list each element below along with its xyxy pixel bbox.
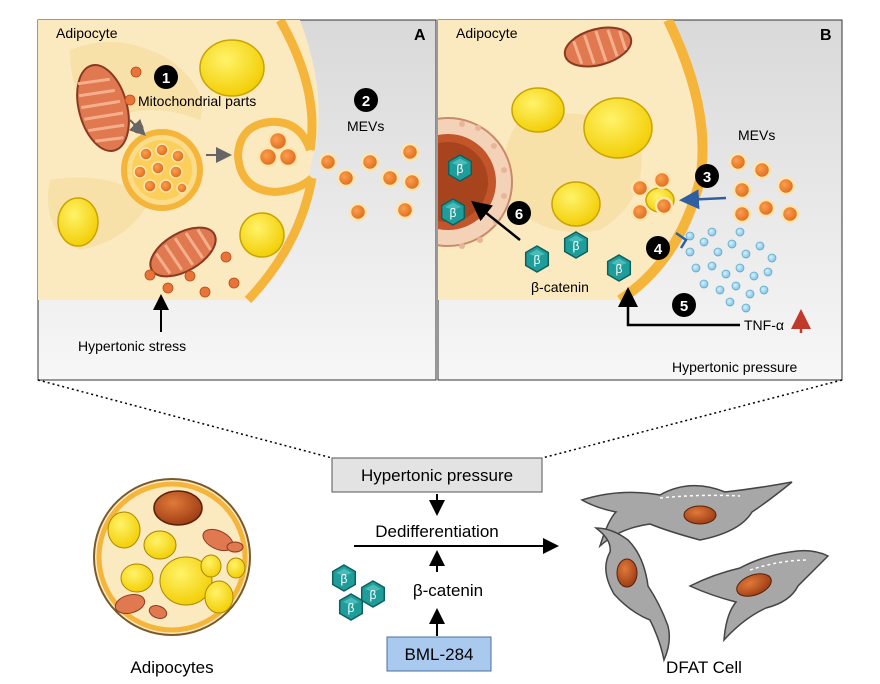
bml-284-box: [386, 636, 492, 672]
nuclear-translocation-arrow: [471, 200, 521, 241]
svg-text:β: β: [534, 253, 541, 267]
adipocyte-cell-icon: [93, 478, 251, 636]
dfat-cell-icon: [593, 527, 671, 663]
step-2-badge: 2: [354, 88, 378, 112]
zoom-line-left: [37, 379, 333, 459]
lipid-droplet: [511, 87, 565, 133]
mev-uptake-arrow: [679, 189, 727, 210]
beta-catenin-icon: β: [360, 580, 386, 608]
beta-catenin-icon: β: [338, 593, 364, 621]
step-5-badge: 5: [672, 293, 696, 317]
hypertonic-pressure-label: Hypertonic pressure: [361, 466, 513, 485]
tnf-alpha-particles: [685, 227, 777, 313]
svg-text:β: β: [616, 262, 623, 276]
svg-text:3: 3: [703, 169, 711, 186]
mitochondrion-icon: [149, 226, 217, 278]
panel-a: 1 2 Adipocyte A Mitochondrial parts MEVs…: [37, 19, 437, 381]
adipocyte-label-b: Adipocyte: [456, 25, 518, 41]
panel-letter-a: A: [414, 27, 426, 44]
lipid-droplet: [551, 181, 601, 227]
svg-text:2: 2: [362, 93, 370, 110]
beta-catenin-icon: β: [606, 254, 632, 282]
adipocytes-label: Adipocytes: [130, 658, 213, 677]
lipid-droplet: [57, 197, 99, 247]
svg-text:β: β: [348, 601, 355, 615]
mitochondrial-parts-label: Mitochondrial parts: [138, 93, 256, 109]
hypertonic-pressure-box: [331, 457, 543, 493]
svg-text:β: β: [573, 239, 580, 253]
grey-arrow: [128, 118, 146, 136]
dfat-cell-label: DFAT Cell: [666, 658, 742, 677]
bottom-flow: Adipocytes Hypertonic pressure Dediffere…: [93, 457, 830, 677]
panel-b: β β β β β 3 4: [437, 19, 843, 381]
svg-text:4: 4: [654, 241, 663, 258]
step-4-badge: 4: [646, 236, 670, 260]
beta-catenin-icon: β: [563, 231, 589, 259]
lipid-droplet: [239, 212, 285, 258]
svg-text:6: 6: [515, 206, 523, 223]
svg-text:β: β: [341, 572, 348, 586]
dfat-cell-icon: [580, 481, 793, 549]
beta-catenin-label: β-catenin: [413, 581, 483, 600]
mevs-external-b: [728, 152, 800, 224]
svg-text:β: β: [450, 206, 457, 220]
mevs-label-b: MEVs: [738, 127, 775, 143]
hypertonic-stress-label: Hypertonic stress: [78, 338, 186, 354]
bml-284-label: BML-284: [405, 645, 474, 664]
cell-membrane-a: [276, 20, 317, 151]
tnf-signal-arrow: [618, 287, 740, 327]
step-3-badge: 3: [695, 164, 719, 188]
mitochondrion-icon: [563, 26, 633, 68]
lipid-droplet: [583, 97, 653, 159]
lipid-droplet: [199, 39, 265, 97]
hypertonic-pressure-label-b: Hypertonic pressure: [672, 359, 797, 375]
dfat-cell-icon: [688, 549, 830, 643]
tnf-alpha-label: TNF-α: [744, 317, 784, 333]
svg-text:β: β: [457, 162, 464, 176]
beta-catenin-icon: β: [331, 564, 357, 592]
membrane-bud: [233, 117, 315, 197]
mevs-released-a: [318, 142, 422, 222]
tnf-block-arrow: [675, 231, 688, 249]
step-1-badge: 1: [154, 65, 178, 89]
zoom-line-right: [541, 379, 843, 459]
beta-catenin-icon: β: [447, 154, 473, 182]
svg-text:1: 1: [162, 70, 170, 87]
mevs-internal-b: [630, 170, 674, 222]
step-6-badge: 6: [507, 201, 531, 225]
beta-catenin-icon: β: [440, 198, 466, 226]
multivesicular-body: [121, 129, 203, 211]
beta-catenin-icon: β: [524, 245, 550, 273]
beta-catenin-label-b: β-catenin: [531, 279, 589, 295]
svg-text:5: 5: [680, 298, 688, 315]
svg-text:β: β: [370, 588, 377, 602]
panel-letter-b: B: [820, 27, 832, 44]
adipocyte-label-a: Adipocyte: [56, 25, 118, 41]
mevs-label-a: MEVs: [347, 118, 384, 134]
dedifferentiation-label: Dedifferentiation: [375, 522, 499, 541]
